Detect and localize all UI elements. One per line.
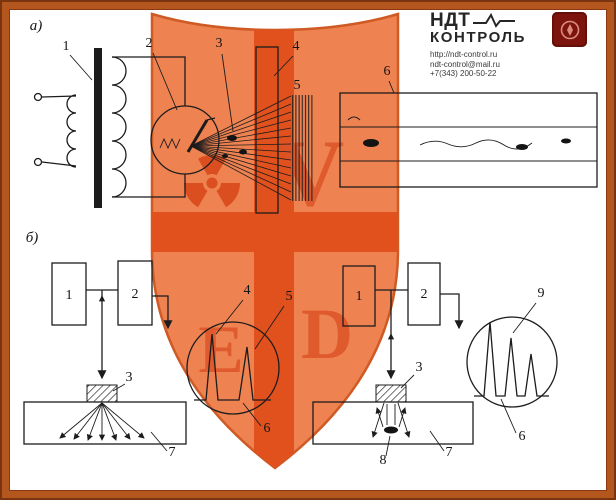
- callout-4: 4: [293, 39, 300, 54]
- defect-indication: [516, 144, 528, 150]
- sound-beam-fan: [59, 402, 145, 441]
- pulse-waveform-icon: [473, 12, 516, 28]
- callout-6-right: 6: [519, 429, 526, 444]
- callout-5: 5: [294, 78, 301, 93]
- radiation-icon: [183, 154, 241, 208]
- film-screen: [292, 95, 313, 201]
- defect-indication: [561, 138, 571, 144]
- callout-3-right: 3: [416, 360, 423, 375]
- shield-cross-horizontal: [152, 212, 398, 252]
- callout-3: 3: [216, 36, 223, 51]
- a-scan-trace: [194, 333, 271, 401]
- callout-7-right: 7: [446, 445, 453, 460]
- callout-7-left: 7: [169, 445, 176, 460]
- block-1-label: 1: [66, 288, 73, 303]
- contact-email: ndt-control@mail.ru: [430, 59, 500, 69]
- receiver-block: [117, 260, 153, 326]
- contact-url: http://ndt-control.ru: [430, 50, 498, 59]
- internal-defects: [222, 135, 247, 158]
- signal-line-to-screen: [440, 293, 464, 330]
- oscilloscope-screen-left: 4 5 6: [186, 283, 293, 436]
- xray-scheme: а): [30, 18, 598, 214]
- callout-6-left: 6: [264, 421, 271, 436]
- callout-2: 2: [146, 36, 153, 51]
- generator-block: [51, 262, 87, 326]
- brand-block: НДТ КОНТРОЛЬ http://ndt-control.ru ndt-c…: [430, 11, 526, 79]
- section-label-b: б): [26, 230, 39, 246]
- oscilloscope-screen-right: 9 6: [466, 286, 558, 444]
- transformer: [33, 48, 186, 208]
- defect: [384, 426, 398, 434]
- callout-6: 6: [384, 64, 391, 79]
- crack-indication: [419, 139, 533, 150]
- ultrasonic-scheme-right: 1 2 3 8 7: [312, 262, 558, 468]
- cathode-filament: [159, 137, 181, 150]
- brand-name: НДТ: [430, 10, 471, 31]
- callout-4-left: 4: [244, 283, 251, 298]
- transducer: [86, 384, 118, 403]
- watermark-letter-d: D: [301, 294, 353, 374]
- test-plate: [312, 401, 474, 445]
- brand-subtitle: КОНТРОЛЬ: [430, 29, 527, 46]
- generator-block: [342, 265, 376, 327]
- defect-indication: [363, 139, 379, 147]
- xray-tube: [150, 105, 220, 175]
- transformer-core: [94, 48, 102, 208]
- section-label-a: а): [30, 18, 43, 34]
- callout-9-right: 9: [538, 286, 545, 301]
- test-plate: [23, 401, 187, 445]
- callout-1: 1: [63, 39, 70, 54]
- callout-8-right: 8: [380, 453, 387, 468]
- a-scan-trace: [474, 321, 549, 397]
- block-1-label: 1: [356, 289, 363, 304]
- anode-target: [186, 119, 209, 153]
- block-2-label: 2: [132, 287, 139, 302]
- test-object: [255, 46, 279, 214]
- xray-beam-fan: [190, 95, 292, 201]
- signal-line-to-screen: [152, 295, 173, 330]
- callout-3-left: 3: [126, 370, 133, 385]
- radiograph-image: [339, 92, 598, 188]
- block-2-label: 2: [421, 287, 428, 302]
- contact-phone: +7(343) 200-50-22: [430, 69, 497, 78]
- callout-5-left: 5: [286, 289, 293, 304]
- ultrasonic-scheme-left: б) 1 2 3 7: [23, 230, 293, 460]
- brand-contacts: http://ndt-control.ru ndt-control@mail.r…: [430, 50, 526, 79]
- brand-emblem-icon: [560, 20, 579, 39]
- callouts-a: 1 2 3 4 5 6: [63, 36, 395, 132]
- brand-logo: [552, 12, 587, 47]
- echo-paths: [371, 402, 411, 438]
